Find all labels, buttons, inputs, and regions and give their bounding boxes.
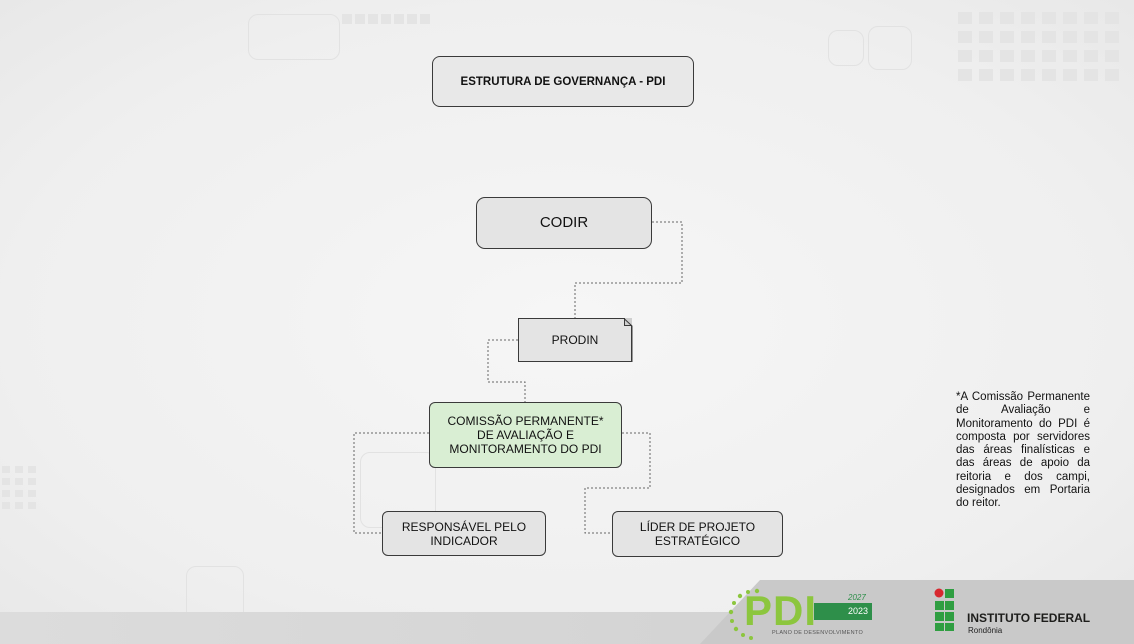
node-responsavel-label: RESPONSÁVEL PELO INDICADOR bbox=[401, 519, 527, 548]
node-prodin: PRODIN bbox=[518, 318, 632, 362]
footnote: *A Comissão Permanente de Avaliação e Mo… bbox=[956, 391, 1090, 510]
decorative-dot-grid bbox=[958, 12, 1119, 81]
decorative-square bbox=[868, 26, 912, 70]
pdi-subtitle: PLANO DE DESENVOLVIMENTO bbox=[772, 630, 864, 636]
connector-prodin-comissao bbox=[487, 339, 526, 402]
diagram-title-box: ESTRUTURA DE GOVERNANÇA - PDI bbox=[432, 56, 694, 107]
node-codir: CODIR bbox=[476, 197, 652, 249]
pdi-year-start: 2023 bbox=[814, 603, 872, 620]
node-responsavel: RESPONSÁVEL PELO INDICADOR bbox=[382, 511, 546, 556]
connector-codir-prodin bbox=[574, 221, 683, 318]
node-comissao: COMISSÃO PERMANENTE* DE AVALIAÇÃO E MONI… bbox=[429, 402, 622, 468]
pdi-logo-text: PDI bbox=[744, 587, 818, 634]
decorative-dot-grid bbox=[342, 14, 430, 24]
node-lider: LÍDER DE PROJETO ESTRATÉGICO bbox=[612, 511, 783, 557]
pdi-logo-icon bbox=[728, 588, 760, 640]
decorative-square bbox=[828, 30, 864, 66]
node-lider-label: LÍDER DE PROJETO ESTRATÉGICO bbox=[639, 520, 756, 548]
instituto-federal-logo-icon bbox=[934, 588, 954, 631]
node-prodin-label: PRODIN bbox=[551, 333, 599, 347]
institution-unit: Rondônia bbox=[968, 626, 1003, 635]
pdi-year-end: 2027 bbox=[848, 593, 866, 602]
node-codir-label: CODIR bbox=[539, 214, 589, 231]
node-comissao-label: COMISSÃO PERMANENTE* DE AVALIAÇÃO E MONI… bbox=[447, 414, 604, 456]
connector-comissao-responsavel bbox=[353, 432, 429, 534]
connector-comissao-lider bbox=[584, 432, 651, 534]
decorative-dot-grid bbox=[2, 466, 36, 509]
institution-name: INSTITUTO FEDERAL bbox=[967, 611, 1091, 625]
decorative-square bbox=[248, 14, 340, 60]
diagram-title: ESTRUTURA DE GOVERNANÇA - PDI bbox=[460, 75, 666, 88]
footer-wedge bbox=[700, 580, 1134, 644]
